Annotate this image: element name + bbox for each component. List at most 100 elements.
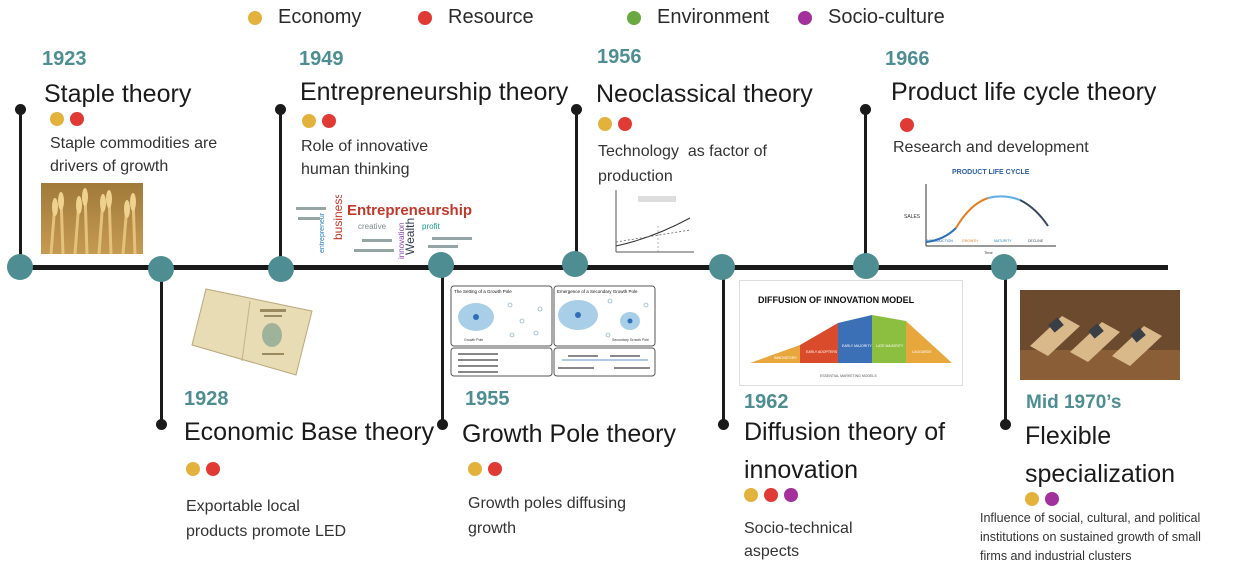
word-cloud-word-4: entrepreneur	[319, 212, 326, 253]
timeline-node-1956	[562, 251, 588, 277]
desc-1956: Technology as factor of production	[598, 139, 767, 189]
year-1928: 1928	[184, 388, 229, 410]
desc-1928-line1: Exportable local	[186, 498, 300, 515]
desc-1956-line2: production	[598, 168, 673, 185]
timeline-node-1955	[428, 252, 454, 278]
desc-1962-line1: Socio-technical	[744, 520, 853, 537]
desc-1923-line2: drivers of growth	[50, 158, 169, 175]
desc-1955: Growth poles diffusing growth	[468, 491, 626, 541]
timeline-node-1923	[7, 254, 33, 280]
tags-1955	[468, 462, 502, 476]
word-cloud-word-6: profit	[422, 222, 441, 231]
desc-1966-line1: Research and development	[893, 139, 1089, 156]
year-1923: 1923	[42, 48, 87, 70]
plc-stage-4: DECLINE	[1028, 239, 1044, 243]
stem-cap-1955	[437, 419, 448, 430]
economy-tag-dot	[186, 462, 200, 476]
economy-tag-dot	[598, 117, 612, 131]
growth-pole-panel1-title: The Setting of a Growth Pole	[454, 289, 512, 294]
desc-mid-1970s: Influence of social, cultural, and polit…	[980, 509, 1201, 566]
year-mid-1970s: Mid 1970’s	[1026, 392, 1122, 413]
economy-tag-dot	[50, 112, 64, 126]
plc-stage-2: GROWTH	[962, 239, 978, 243]
tags-1956	[598, 117, 632, 131]
resource-tag-dot	[764, 488, 778, 502]
desc-1928: Exportable local products promote LED	[186, 494, 346, 544]
stem-cap-1962	[718, 419, 729, 430]
word-cloud-word-5: creative	[358, 222, 387, 231]
desc-1928-line2: products promote LED	[186, 523, 347, 540]
title-economic-base-theory: Economic Base theory	[184, 418, 435, 446]
desc-mid-1970s-line1: Influence of social, cultural, and polit…	[980, 511, 1201, 525]
title-diffusion-line1: Diffusion theory of	[744, 418, 946, 446]
desc-1962-line2: aspects	[744, 543, 800, 560]
stem-cap-1949	[275, 104, 286, 115]
resource-tag-dot	[488, 462, 502, 476]
desc-1956-line1: Technology as factor of	[598, 143, 767, 160]
economy-tag-dot	[302, 114, 316, 128]
legend-economy-label: Economy	[278, 6, 362, 28]
desc-1962: Socio-technical aspects	[744, 517, 853, 563]
tags-mid-1970s	[1025, 492, 1059, 506]
old-book-image	[184, 287, 316, 377]
growth-pole-panel1-label: Growth Pole	[464, 338, 483, 342]
timeline-node-mid-1970s	[991, 254, 1017, 280]
year-1955: 1955	[465, 388, 510, 410]
desc-1955-line1: Growth poles diffusing	[468, 495, 627, 512]
title-growth-pole-theory: Growth Pole theory	[462, 420, 676, 448]
desc-1966: Research and development	[893, 136, 1089, 159]
stem-1923	[19, 112, 22, 267]
socio-culture-tag-dot	[1045, 492, 1059, 506]
wheat-image	[41, 183, 143, 254]
desc-1923-line1: Staple commodities are	[50, 135, 218, 152]
desc-1955-line2: growth	[468, 520, 517, 537]
diffusion-title: DIFFUSION OF INNOVATION MODEL	[758, 295, 915, 305]
diffusion-segment-1: INNOVATORS	[774, 356, 797, 360]
timeline-node-1928	[148, 256, 174, 282]
desc-1949: Role of innovative human thinking	[301, 135, 428, 181]
resource-tag-dot	[900, 118, 914, 132]
legend-resource-label: Resource	[448, 6, 534, 28]
desc-1949-line2: human thinking	[301, 161, 410, 178]
plc-title: PRODUCT LIFE CYCLE	[952, 169, 1030, 176]
stem-mid-1970s	[1004, 268, 1007, 425]
legend-environment: Environment	[627, 6, 769, 29]
stem-1928	[160, 268, 163, 425]
resource-tag-dot	[70, 112, 84, 126]
year-1949: 1949	[299, 48, 344, 70]
word-cloud-word-1: business	[331, 195, 345, 240]
diffusion-of-innovation-model: DIFFUSION OF INNOVATION MODEL INNOVATORS…	[739, 280, 963, 386]
resource-tag-dot	[618, 117, 632, 131]
stem-1966	[864, 112, 867, 267]
plc-xlabel: Time	[984, 250, 994, 255]
word-cloud-word-3: innovation	[397, 223, 406, 259]
title-diffusion-theory: Diffusion theory of innovation	[744, 413, 945, 489]
tags-1962	[744, 488, 798, 502]
product-life-cycle-chart: PRODUCT LIFE CYCLE SALES INTRODUCTION GR…	[900, 164, 1060, 258]
title-staple-theory: Staple theory	[44, 80, 192, 108]
stem-cap-mid-1970s	[1000, 419, 1011, 430]
legend-socio-culture-dot	[798, 10, 812, 25]
title-flexible-specialization: Flexible specialization	[1025, 417, 1175, 493]
plc-stage-3: MATURITY	[994, 239, 1012, 243]
title-product-life-cycle-theory: Product life cycle theory	[891, 78, 1157, 106]
title-flexible-line2: specialization	[1025, 460, 1176, 488]
diffusion-footer: ESSENTIAL MARKETING MODELS	[820, 374, 877, 378]
growth-pole-panel2-label: Secondary Growth Pole	[612, 338, 649, 342]
resource-tag-dot	[206, 462, 220, 476]
stem-1955	[441, 268, 444, 425]
timeline-axis	[18, 265, 1168, 270]
legend-economy-dot	[248, 10, 262, 25]
economy-tag-dot	[1025, 492, 1039, 506]
timeline-node-1962	[709, 254, 735, 280]
economy-tag-dot	[744, 488, 758, 502]
growth-curve-graph	[608, 186, 696, 260]
legend-resource-dot	[418, 10, 432, 25]
desc-1949-line1: Role of innovative	[301, 138, 429, 155]
legend-economy: Economy	[248, 6, 361, 29]
timeline-node-1949	[268, 256, 294, 282]
title-neoclassical-theory: Neoclassical theory	[596, 80, 813, 108]
growth-pole-panel2-title: Emergence of a Secondary Growth Pole	[557, 289, 638, 294]
resource-tag-dot	[322, 114, 336, 128]
legend-resource: Resource	[418, 6, 534, 29]
